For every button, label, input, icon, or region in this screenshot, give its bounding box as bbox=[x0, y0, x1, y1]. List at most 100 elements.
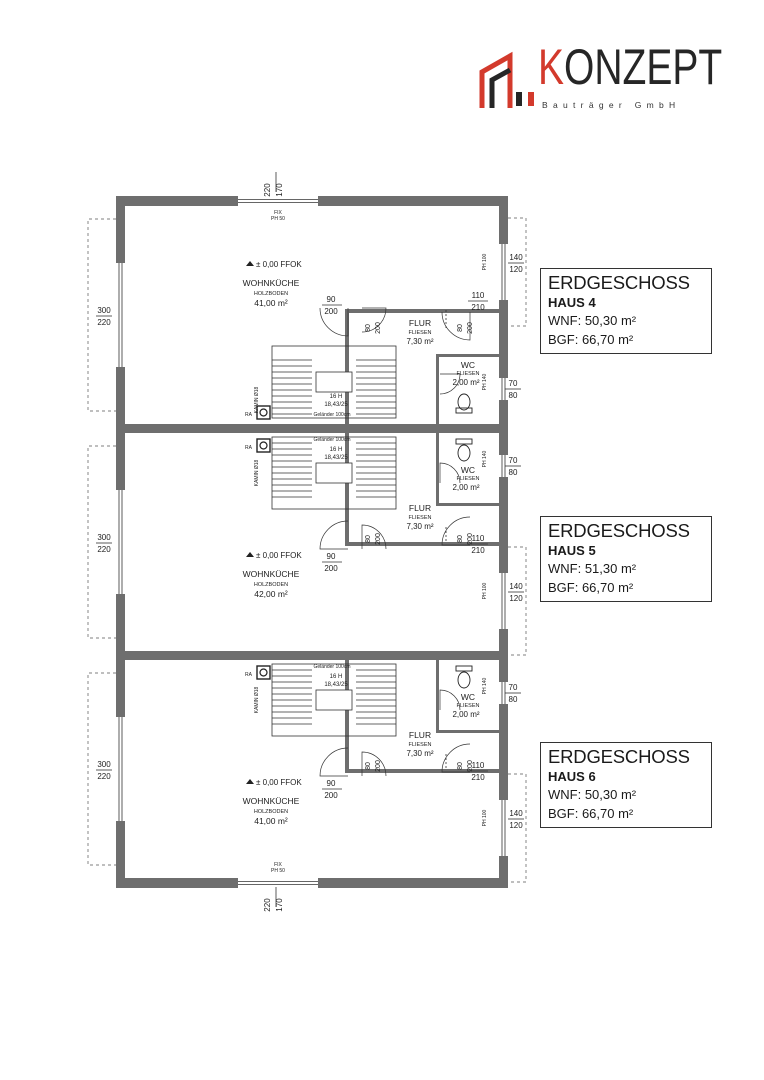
partition-wall-wc-top bbox=[436, 503, 499, 506]
room-name-wohnkueche: WOHNKÜCHE bbox=[243, 278, 300, 288]
partition-wall-wc-top bbox=[436, 354, 499, 357]
door-ext-height: 210 bbox=[471, 546, 485, 555]
window-height-label: 220 bbox=[97, 772, 111, 781]
room-floor-flur: FLIESEN bbox=[409, 515, 432, 521]
floor-level-label: ± 0,00 FFOK bbox=[256, 260, 302, 269]
wc-window-height: 80 bbox=[509, 391, 518, 400]
door-ext-width: 110 bbox=[472, 761, 485, 770]
wc-window-width: 70 bbox=[509, 379, 518, 388]
window-top-haus-4 bbox=[238, 196, 318, 206]
window-height-label: 120 bbox=[509, 821, 523, 830]
window-swing-outline bbox=[508, 546, 527, 656]
room-floor-flur: FLIESEN bbox=[409, 330, 432, 336]
window-right-haus-5 bbox=[499, 573, 508, 629]
door-swing-flur bbox=[361, 751, 387, 777]
railing-label: Geländer 100cm bbox=[314, 664, 351, 670]
top-window-width: 220 bbox=[263, 898, 272, 912]
railing-label: Geländer 100cm bbox=[314, 412, 351, 418]
bgf-value: BGF: 66,70 m² bbox=[548, 580, 634, 595]
house-label: HAUS 5 bbox=[548, 543, 596, 558]
room-area-wc: 2,00 m² bbox=[452, 710, 479, 719]
parapet-height-label: PH 100 bbox=[482, 253, 488, 270]
partition-wall-flur bbox=[345, 542, 499, 546]
stair-eye bbox=[315, 689, 353, 711]
window-ph-label: PH 50 bbox=[271, 868, 285, 874]
wnf-value: WNF: 50,30 m² bbox=[548, 787, 637, 802]
house-label: HAUS 6 bbox=[548, 769, 596, 784]
window-height-label: 220 bbox=[97, 545, 111, 554]
floor-heading: ERDGESCHOSS bbox=[548, 520, 690, 541]
window-width-label: 300 bbox=[97, 306, 111, 315]
toilet-icon bbox=[457, 671, 471, 689]
partition-wall-wc bbox=[436, 354, 439, 424]
party-wall-5-6 bbox=[116, 651, 508, 660]
room-area-flur: 7,30 m² bbox=[406, 749, 433, 758]
house-label: HAUS 4 bbox=[548, 295, 596, 310]
room-area-wohnkueche: 41,00 m² bbox=[254, 298, 288, 308]
ra-label: RA bbox=[245, 672, 253, 678]
door-wc-height: 200 bbox=[467, 760, 474, 772]
partition-wall-stair bbox=[345, 312, 349, 424]
wc-window-height: 80 bbox=[509, 695, 518, 704]
partition-wall-flur bbox=[345, 309, 499, 313]
room-name-flur: FLUR bbox=[409, 730, 431, 740]
company-logo: KONZEPT Bauträger GmbH bbox=[476, 40, 726, 115]
window-width-label: 140 bbox=[509, 809, 523, 818]
room-floor-flur: FLIESEN bbox=[409, 742, 432, 748]
wnf-value: WNF: 51,30 m² bbox=[548, 561, 637, 576]
room-floor-wc: FLIESEN bbox=[457, 476, 480, 482]
wnf-value: WNF: 50,30 m² bbox=[548, 313, 637, 328]
window-left-haus-6 bbox=[116, 717, 125, 821]
party-wall-4-5 bbox=[116, 424, 508, 433]
window-right-haus-6 bbox=[499, 800, 508, 856]
door-swing-wc bbox=[439, 689, 461, 711]
door-ext-width: 110 bbox=[472, 534, 485, 543]
partition-wall-stair bbox=[345, 660, 349, 772]
partition-wall-stair bbox=[345, 433, 349, 545]
door-wc-width: 80 bbox=[457, 762, 464, 770]
room-name-wohnkueche: WOHNKÜCHE bbox=[243, 569, 300, 579]
wc-window-height: 80 bbox=[509, 468, 518, 477]
stair-steps-label: 16 H bbox=[330, 674, 343, 680]
logo-subtitle: Bauträger GmbH bbox=[542, 100, 681, 110]
toilet-icon bbox=[457, 444, 471, 462]
room-name-wc: WC bbox=[461, 692, 475, 702]
parapet-height-label: PH 100 bbox=[482, 809, 488, 826]
stair-steps-label: 16 H bbox=[330, 394, 343, 400]
window-fix-label: FIX bbox=[274, 862, 282, 868]
toilet-tank bbox=[455, 407, 473, 414]
door-swing-wc bbox=[439, 462, 461, 484]
ra-label: RA bbox=[245, 445, 253, 451]
door-wc-width: 80 bbox=[457, 324, 464, 332]
door-ext-width: 110 bbox=[472, 291, 485, 300]
toilet-tank bbox=[455, 665, 473, 672]
chimney-flue bbox=[259, 408, 268, 417]
door-flur-height: 200 bbox=[375, 322, 382, 334]
wc-window-width: 70 bbox=[509, 456, 518, 465]
door-swing-wc bbox=[439, 373, 461, 395]
partition-wall-wc bbox=[436, 660, 439, 730]
wc-parapet-label: PH 140 bbox=[482, 373, 488, 390]
chimney-flue bbox=[259, 441, 268, 450]
bgf-value: BGF: 66,70 m² bbox=[548, 806, 634, 821]
info-box-haus-6: ERDGESCHOSS HAUS 6 WNF: 50,30 m² BGF: 66… bbox=[540, 742, 712, 828]
level-marker-icon bbox=[246, 552, 254, 557]
door-flur-height: 200 bbox=[375, 533, 382, 545]
chimney-label: KAMIN Ø18 bbox=[254, 386, 260, 413]
wc-parapet-label: PH 140 bbox=[482, 450, 488, 467]
room-floor-wohnkueche: HOLZBODEN bbox=[254, 582, 288, 588]
window-width-label: 140 bbox=[509, 582, 523, 591]
door-main-height: 200 bbox=[324, 564, 338, 573]
top-window-height: 170 bbox=[275, 183, 284, 197]
room-floor-wohnkueche: HOLZBODEN bbox=[254, 291, 288, 297]
level-marker-icon bbox=[246, 779, 254, 784]
stair-dims-label: 18,43/25 bbox=[324, 455, 348, 461]
window-swing-outline bbox=[87, 445, 116, 639]
door-ext-height: 210 bbox=[471, 303, 485, 312]
door-main-width: 90 bbox=[327, 779, 336, 788]
room-name-flur: FLUR bbox=[409, 503, 431, 513]
door-flur-width: 80 bbox=[365, 535, 372, 543]
room-floor-wohnkueche: HOLZBODEN bbox=[254, 809, 288, 815]
door-main-height: 200 bbox=[324, 791, 338, 800]
floor-heading: ERDGESCHOSS bbox=[548, 746, 690, 767]
